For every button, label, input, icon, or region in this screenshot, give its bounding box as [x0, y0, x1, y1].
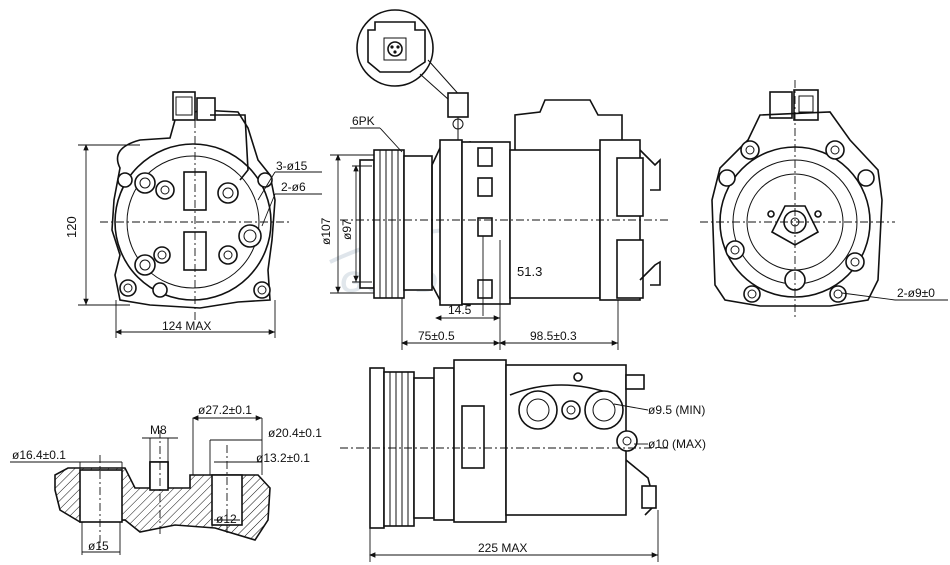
- gap-14-label: 14.5: [448, 303, 472, 317]
- hole-2-label: 2-ø6: [281, 180, 306, 194]
- pulley-outer-label: ø107: [319, 217, 333, 245]
- max-10-label: ø10 (MAX): [648, 437, 706, 451]
- front-view: 120 124 MAX 3-ø15 2-ø6: [64, 91, 322, 338]
- gap-51-label: 51.3: [517, 264, 542, 279]
- side-view: 6PK ø107 ø97 51.3 14.5 75±0.5 98.5±0.3: [319, 92, 668, 350]
- port-16-label: ø16.4±0.1: [12, 448, 66, 462]
- length-225-label: 225 MAX: [478, 541, 527, 555]
- rear-holes-label: 2-ø9±0: [897, 286, 935, 300]
- port-12-label: ø12: [216, 512, 237, 526]
- port-13-label: ø13.2±0.1: [256, 451, 310, 465]
- rear-view: 2-ø9±0: [700, 80, 948, 320]
- hole-3-label: 3-ø15: [276, 159, 308, 173]
- front-width-label: 124 MAX: [162, 319, 211, 333]
- dim-98-label: 98.5±0.3: [530, 329, 577, 343]
- port-section: M8 ø27.2±0.1 ø20.4±0.1 ø13.2±0.1 ø16.4±0…: [10, 403, 322, 555]
- dim-75-label: 75±0.5: [418, 329, 455, 343]
- port-20-label: ø20.4±0.1: [268, 426, 322, 440]
- belt-type-label: 6PK: [352, 114, 375, 128]
- port-15-label: ø15: [88, 539, 109, 553]
- port-27-label: ø27.2±0.1: [198, 403, 252, 417]
- min-95-label: ø9.5 (MIN): [648, 403, 705, 417]
- port-m8-label: M8: [150, 423, 167, 437]
- connector-detail: [356, 9, 463, 109]
- pulley-inner-label: ø97: [340, 219, 354, 240]
- front-height-label: 120: [64, 216, 79, 238]
- top-view: ø9.5 (MIN) ø10 (MAX) 225 MAX: [340, 359, 706, 562]
